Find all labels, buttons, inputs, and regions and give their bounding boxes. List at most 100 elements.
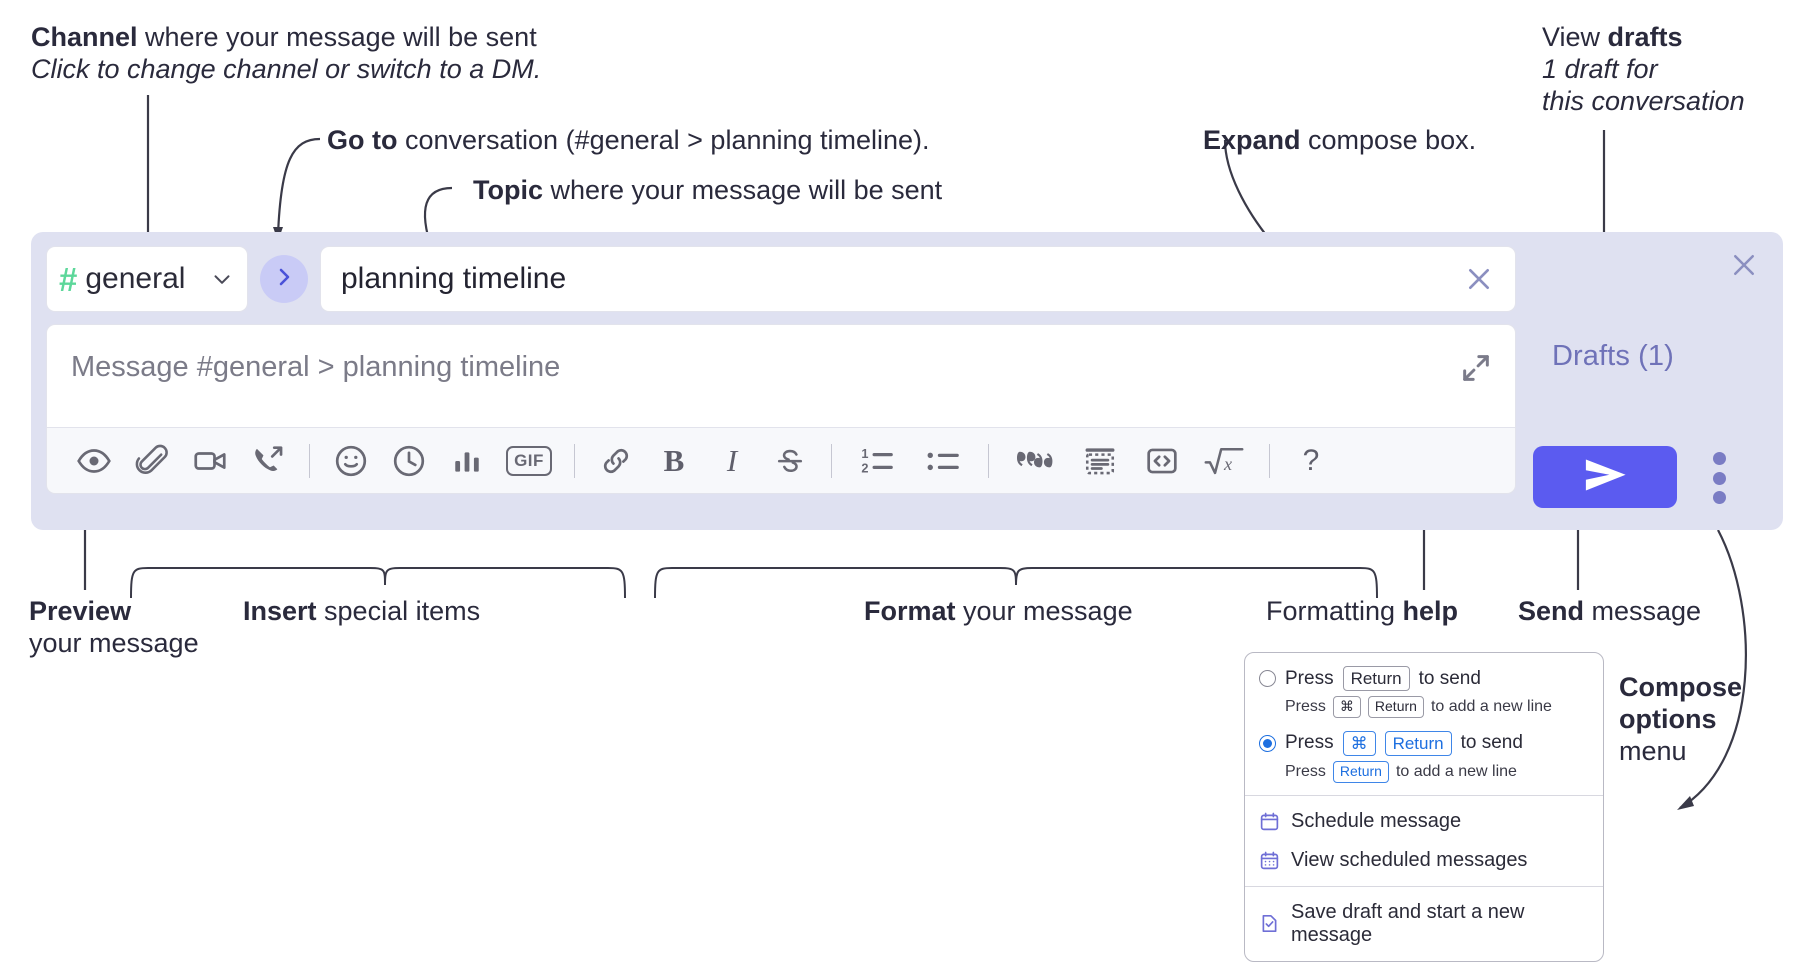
goto-conversation-button[interactable]	[260, 255, 308, 303]
annotation-preview-bold: Preview	[29, 596, 132, 626]
annotation-help-lead: Formatting	[1266, 596, 1403, 626]
link-icon[interactable]	[587, 434, 645, 488]
calendar-icon	[1259, 811, 1280, 832]
svg-text:2: 2	[861, 460, 868, 475]
video-icon[interactable]	[181, 434, 239, 488]
save-draft-icon	[1259, 913, 1280, 934]
kebab-dot-2	[1712, 471, 1726, 485]
annotation-goto-rest: conversation (#general > planning timeli…	[397, 125, 930, 155]
annotation-compose-rest: menu	[1619, 735, 1687, 766]
annotation-help-bold: help	[1402, 596, 1459, 626]
annotation-preview: Preview your message	[29, 596, 199, 660]
gif-icon[interactable]: GIF	[496, 434, 562, 488]
emoji-icon[interactable]	[322, 434, 380, 488]
calendar-grid-icon	[1259, 850, 1280, 871]
draft-group: Save draft and start a new message	[1245, 887, 1603, 961]
option2-press-label: Press	[1285, 732, 1334, 754]
radio-return[interactable]	[1259, 670, 1276, 688]
poll-icon[interactable]	[438, 434, 496, 488]
compose-header-row: # general planning timeline	[46, 246, 1516, 312]
annotation-topic: Topic where your message will be sent	[473, 175, 942, 207]
close-icon[interactable]	[1461, 261, 1497, 297]
kebab-dot-1	[1712, 452, 1726, 465]
help-icon[interactable]: ?	[1282, 434, 1340, 488]
annotation-format-rest: your message	[955, 596, 1133, 626]
topic-field[interactable]: planning timeline	[320, 246, 1516, 312]
menu-item-schedule-message[interactable]: Schedule message	[1245, 802, 1603, 841]
expand-icon[interactable]	[1459, 351, 1493, 385]
compose-inner: # general planning timeline	[46, 246, 1516, 494]
sub2-tail-label: to add a new line	[1395, 762, 1517, 780]
attachment-icon[interactable]	[123, 434, 181, 488]
chevron-down-icon	[209, 266, 235, 292]
code-icon[interactable]	[1133, 434, 1191, 488]
strikethrough-icon[interactable]	[761, 434, 819, 488]
annotation-channel-rest: where your message will be sent	[137, 22, 537, 52]
annotation-channel: Channel where your message will be sent …	[31, 22, 541, 86]
send-shortcut-options: Press Return to send Press ⌘ Return to a…	[1245, 653, 1603, 795]
panel-close-icon[interactable]	[1727, 248, 1761, 282]
annotation-topic-rest: where your message will be sent	[543, 175, 943, 205]
option-press-label: Press	[1285, 667, 1334, 689]
call-icon[interactable]	[239, 434, 297, 488]
bulleted-list-icon[interactable]	[910, 434, 976, 488]
radio-cmd-return[interactable]	[1259, 734, 1276, 752]
menu-item-save-draft[interactable]: Save draft and start a new message	[1245, 893, 1603, 955]
schedule-group: Schedule message View scheduled messages	[1245, 796, 1603, 886]
send-button[interactable]	[1533, 446, 1677, 508]
channel-selector[interactable]: # general	[46, 246, 248, 312]
italic-icon[interactable]: I	[703, 434, 761, 488]
menu-item-label: Save draft and start a new message	[1291, 900, 1525, 946]
bold-icon[interactable]: B	[645, 434, 703, 488]
sub2-press-label: Press	[1285, 762, 1326, 780]
sub-press-label: Press	[1285, 698, 1326, 715]
divider-5	[1269, 443, 1270, 478]
annotation-send-bold: Send	[1518, 596, 1585, 626]
annotation-drafts-italic2: this conversation	[1542, 85, 1745, 116]
menu-item-view-scheduled[interactable]: View scheduled messages	[1245, 841, 1603, 880]
annotation-insert: Insert special items	[243, 596, 480, 628]
annotation-insert-bold: Insert	[243, 596, 317, 626]
math-icon[interactable]: x	[1191, 434, 1257, 488]
send-icon	[1580, 454, 1630, 501]
drafts-link[interactable]: Drafts (1)	[1552, 340, 1674, 372]
more-options-icon[interactable]	[1706, 452, 1732, 504]
divider-3	[831, 443, 832, 478]
annotation-goto: Go to conversation (#general > planning …	[327, 125, 930, 157]
annotation-channel-italic: Click to change channel or switch to a D…	[31, 53, 542, 84]
send-option-cmd-return-sub: Press Return to add a new line	[1245, 759, 1603, 787]
topic-value: planning timeline	[341, 262, 567, 295]
annotation-help: Formatting help	[1266, 596, 1458, 628]
compose-panel: # general planning timeline	[31, 232, 1783, 530]
annotation-topic-bold: Topic	[473, 175, 543, 205]
annotation-compose-bold1: Compose	[1619, 672, 1743, 702]
annotation-drafts-lead: View	[1542, 22, 1608, 52]
kbd-return: Return	[1342, 666, 1410, 692]
menu-item-label: View scheduled messages	[1291, 848, 1528, 871]
message-input[interactable]: Message #general > planning timeline	[46, 324, 1516, 428]
code-block-icon[interactable]	[1067, 434, 1133, 488]
divider-1	[309, 443, 310, 478]
kbd-cmd-2: ⌘	[1342, 730, 1376, 756]
send-option-cmd-return[interactable]: Press ⌘ Return to send	[1245, 728, 1603, 759]
hash-icon: #	[59, 260, 78, 298]
formatting-toolbar: GIF B I	[46, 428, 1516, 494]
annotation-preview-rest: your message	[29, 627, 199, 658]
annotation-format: Format your message	[864, 596, 1133, 628]
ordered-list-icon[interactable]: 1 2	[844, 434, 910, 488]
bold-label: B	[663, 442, 685, 478]
annotation-expand-bold: Expand	[1203, 125, 1301, 155]
chevron-right-icon	[272, 265, 296, 294]
svg-text:x: x	[1223, 454, 1232, 474]
message-placeholder: Message #general > planning timeline	[71, 351, 561, 383]
blockquote-icon[interactable]	[1001, 434, 1067, 488]
divider-4	[988, 443, 989, 478]
annotation-insert-rest: special items	[316, 596, 481, 626]
send-option-return[interactable]: Press Return to send	[1245, 663, 1603, 694]
divider-2	[574, 443, 575, 478]
annotation-send: Send message	[1518, 596, 1701, 628]
preview-icon[interactable]	[65, 434, 123, 488]
send-option-return-sub: Press ⌘ Return to add a new line	[1245, 694, 1603, 722]
clock-icon[interactable]	[380, 434, 438, 488]
